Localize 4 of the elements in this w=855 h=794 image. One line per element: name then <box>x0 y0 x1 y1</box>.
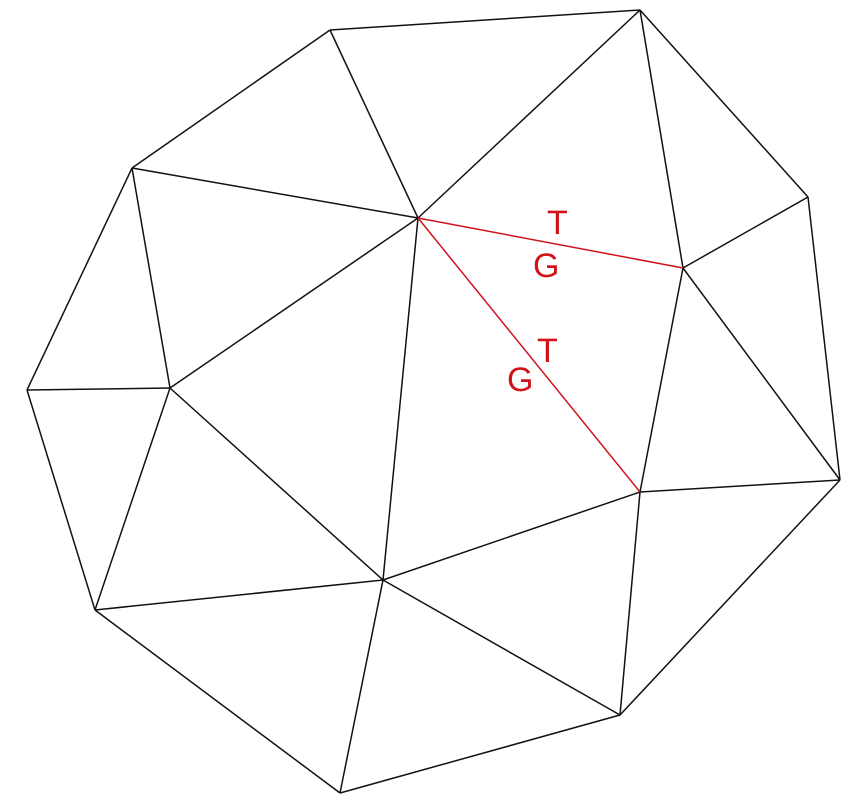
letter-label: T <box>547 206 568 240</box>
letter-label: G <box>507 363 534 397</box>
letter-label: G <box>533 249 560 283</box>
letter-label: T <box>537 334 558 368</box>
